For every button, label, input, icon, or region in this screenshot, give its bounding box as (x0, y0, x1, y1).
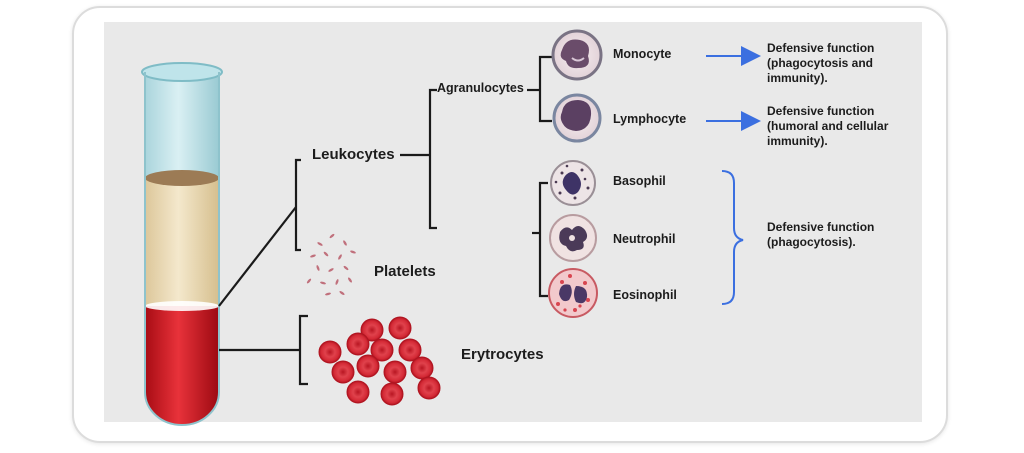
diagram-panel (104, 22, 922, 422)
platelets-icon (306, 233, 356, 296)
neutrophil-label: Neutrophil (613, 232, 676, 246)
neutrophil-cell-icon (549, 214, 597, 262)
basophil-label: Basophil (613, 174, 666, 188)
lymphocyte-label: Lymphocyte (613, 112, 687, 126)
erythrocytes-label: Erytrocytes (461, 346, 544, 363)
monocyte-label: Monocyte (613, 47, 672, 61)
agranulocytes-label: Agranulocytes (437, 81, 524, 95)
lymphocyte-cell-icon (552, 93, 602, 143)
granulocytes-function-text: Defensive function (phagocytosis). (767, 220, 875, 249)
monocyte-function-text: Defensive function (phagocytosis and imm… (767, 41, 875, 85)
lymphocyte-function-text: Defensive function (humoral and cellular… (767, 104, 889, 148)
plasma-layer (145, 178, 219, 306)
granulocyte-brace (721, 170, 744, 305)
basophil-cell-icon (550, 160, 596, 206)
leukocytes-label: Leukocytes (312, 146, 395, 163)
platelets-label: Platelets (374, 263, 436, 280)
monocyte-cell-icon (551, 29, 603, 81)
eosinophil-cell-icon (548, 268, 598, 318)
tree-connectors (218, 55, 552, 386)
eosinophil-label: Eosinophil (613, 288, 677, 302)
test-tube (141, 62, 223, 426)
blood-layer (145, 306, 219, 425)
erythrocytes-icon (318, 316, 441, 406)
